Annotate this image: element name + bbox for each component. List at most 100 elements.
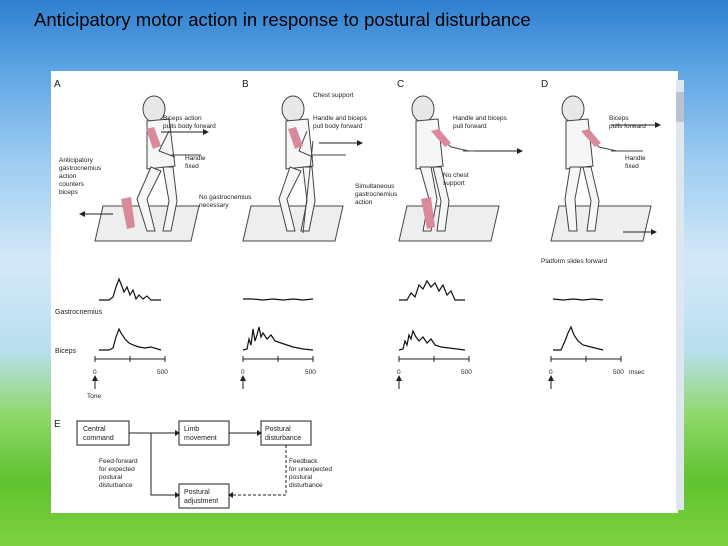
panel-a-label: biceps [59, 189, 79, 196]
feedback-label: for unexpected [289, 466, 332, 473]
biceps-label: Biceps [55, 348, 77, 355]
biceps-trace-b [242, 326, 314, 351]
time-unit-label: msec [629, 369, 645, 376]
panel-b-label: pull body forward [313, 123, 363, 130]
panel-c-label: Handle and biceps [453, 115, 508, 122]
tick-label-zero-b: 0 [241, 369, 245, 376]
postural-adjustment-box [178, 483, 230, 509]
panel-b-label: necessary [199, 202, 229, 209]
feedback-label: Feedback [289, 458, 318, 465]
panel-a-label: Handle [185, 155, 206, 162]
panel-b-pull-arrowhead [357, 140, 363, 146]
panel-e-letter: E [54, 419, 61, 430]
panel-d-figure [561, 95, 643, 232]
gastrocnemius-trace-a [99, 277, 161, 301]
panel-a-gastrocnemius-muscle [121, 197, 135, 229]
panel-c-label: support [443, 180, 465, 187]
panel-c-label: No chest [443, 172, 469, 179]
time-axes [94, 356, 622, 362]
panel-d-label: Handle [625, 155, 646, 162]
panel-d-biceps-muscle [581, 129, 601, 147]
panel-b-biceps-muscle [288, 127, 303, 149]
tick-label-500-c: 500 [461, 369, 472, 376]
panel-c: C Handle and biceps pull forward No ches… [355, 79, 523, 242]
postural-disturbance-text: disturbance [265, 435, 301, 442]
tone-label: Tone [87, 393, 101, 400]
tone-arrows [94, 379, 552, 389]
panel-b-label: Chest support [313, 92, 354, 99]
panel-a-label: fixed [185, 163, 199, 170]
panel-d-platform [550, 205, 652, 242]
tick-label-500-d: 500 [613, 369, 624, 376]
arrow-feedback [233, 445, 287, 496]
feed-forward-label: Feed-forward [99, 458, 138, 465]
panel-c-biceps-muscle [431, 129, 451, 147]
panel-b-letter: B [242, 79, 249, 90]
feed-forward-label: disturbance [99, 482, 133, 489]
panel-e-flowchart: E Central command Limb movement Postural… [54, 419, 332, 509]
panel-a-counter-arrowhead [79, 211, 85, 217]
tone-arrowheads [92, 375, 554, 381]
panel-b-label: Handle and biceps [313, 115, 368, 122]
central-command-text: command [83, 435, 114, 442]
panel-b-label: No gastrocnemius [199, 194, 252, 201]
panel-d-slide-arrowhead [651, 229, 657, 235]
panel-a-label: Biceps action [163, 115, 202, 122]
panel-c-label: Simultaneous [355, 183, 395, 190]
tick-label-zero-a: 0 [93, 369, 97, 376]
panel-c-gastrocnemius-muscle [421, 197, 435, 229]
panel-a-label: Anticipatory [59, 157, 94, 164]
arrow-feed-forward [150, 433, 175, 496]
feed-forward-label: for expected [99, 466, 135, 473]
postural-disturbance-box [260, 420, 312, 446]
biceps-trace-a [99, 327, 162, 351]
panel-a-letter: A [54, 79, 61, 90]
panel-a-label: pulls body forward [163, 123, 216, 130]
limb-movement-text: movement [184, 435, 217, 442]
figure-diagram: A Biceps action pulls body forward Handl… [54, 79, 661, 509]
panel-d: D Biceps pulls forward Handle fixed Plat… [541, 79, 661, 265]
gastrocnemius-trace-d [552, 298, 604, 301]
tick-label-zero-c: 0 [397, 369, 401, 376]
panel-a-biceps-muscle [146, 127, 161, 149]
panel-d-label: Biceps [609, 115, 629, 122]
panel-c-platform [398, 205, 500, 242]
panel-c-pull-arrowhead [517, 148, 523, 154]
panel-d-letter: D [541, 79, 548, 90]
biceps-trace-d [553, 325, 604, 351]
panel-a-label: gastrocnemius [59, 165, 102, 172]
panel-a-label: action [59, 173, 77, 180]
feedback-label: postural [289, 474, 313, 481]
postural-adjustment-text: Postural [184, 489, 210, 496]
gastrocnemius-trace-b [243, 298, 314, 301]
tick-label-zero-d: 0 [549, 369, 553, 376]
panel-b: B Chest support Handle and biceps pull b… [199, 79, 368, 242]
panel-c-label: pull forward [453, 123, 487, 130]
emg-traces [99, 277, 604, 351]
postural-adjustment-text: adjustment [184, 498, 218, 505]
limb-movement-text: Limb [184, 426, 199, 433]
tick-label-500-b: 500 [305, 369, 316, 376]
slide-title: Anticipatory motor action in response to… [34, 9, 531, 30]
panel-d-pull-arrowhead [655, 122, 661, 128]
flowchart-arrowheads [175, 430, 262, 498]
panel-d-label: Platform slides forward [541, 258, 607, 265]
gastrocnemius-label: Gastrocnemius [55, 309, 103, 316]
biceps-trace-c [398, 329, 466, 351]
panel-a-figure [136, 95, 201, 232]
feed-forward-label: postural [99, 474, 123, 481]
panel-c-label: action [355, 199, 373, 206]
panel-d-label: fixed [625, 163, 639, 170]
panel-c-label: gastrocnemius [355, 191, 398, 198]
central-command-text: Central [83, 426, 106, 433]
postural-disturbance-text: Postural [265, 426, 291, 433]
panel-d-label: pulls forward [609, 123, 646, 130]
figure-scrollbar[interactable] [676, 80, 684, 510]
figure-panel: A Biceps action pulls body forward Handl… [51, 71, 678, 513]
panel-a-pull-arrowhead [203, 129, 209, 135]
panel-a-label: counters [59, 181, 85, 188]
gastrocnemius-trace-c [399, 279, 465, 301]
scrollbar-thumb[interactable] [676, 92, 684, 122]
panel-a: A Biceps action pulls body forward Handl… [54, 79, 216, 242]
limb-movement-box [178, 420, 230, 446]
